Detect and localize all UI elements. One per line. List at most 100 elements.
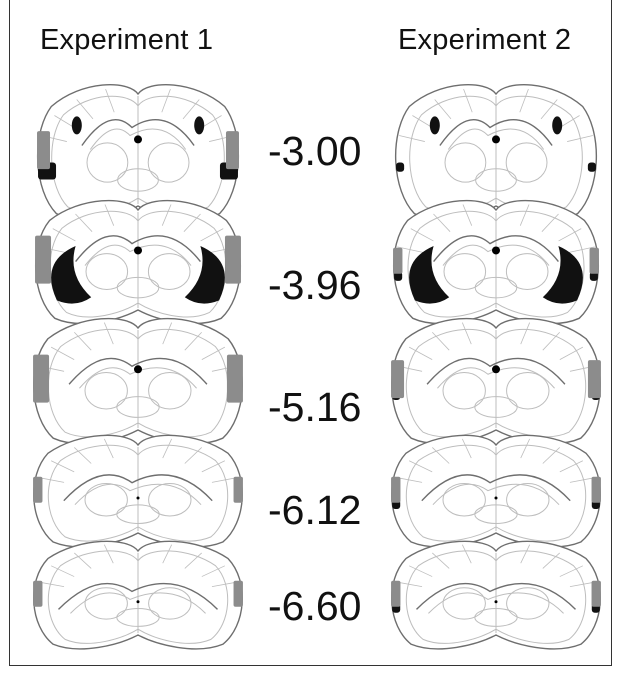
ventricle-mark bbox=[494, 496, 498, 500]
cortex-line bbox=[50, 460, 75, 473]
hippocampus-outline bbox=[63, 474, 213, 502]
lesion-dark bbox=[396, 162, 405, 172]
lesion-gray bbox=[35, 235, 52, 284]
thalamus-right bbox=[148, 482, 192, 517]
ventral-nucleus bbox=[116, 276, 160, 299]
cortex-line bbox=[520, 544, 531, 564]
cortex-line bbox=[519, 88, 529, 113]
ventral-nucleus bbox=[474, 607, 518, 627]
hippocampus-inner bbox=[79, 367, 197, 389]
experiment-1-title: Experiment 1 bbox=[40, 24, 214, 56]
lesion-gray bbox=[33, 476, 43, 503]
thalamus-left bbox=[85, 253, 129, 291]
hippocampus-inner bbox=[89, 128, 187, 150]
cortex-line bbox=[408, 346, 433, 360]
cortex-line bbox=[559, 565, 584, 577]
cortex-line bbox=[540, 99, 558, 120]
cortex-line bbox=[162, 322, 173, 345]
hippocampus-inner bbox=[74, 483, 202, 506]
cortex-line bbox=[433, 213, 451, 232]
thalamus-left bbox=[84, 482, 128, 517]
figure-frame bbox=[9, 0, 612, 666]
ventricle-mark bbox=[134, 246, 142, 255]
lesion-dark bbox=[587, 162, 596, 172]
hippocampus-outline bbox=[58, 582, 218, 610]
experiment-2-title: Experiment 2 bbox=[398, 24, 572, 56]
cortex-line bbox=[558, 228, 582, 242]
bregma-level-label: -3.96 bbox=[268, 262, 362, 308]
thalamus-left bbox=[442, 587, 486, 620]
thalamus-right bbox=[506, 372, 550, 410]
cortex-line bbox=[520, 322, 531, 345]
lesion-dark bbox=[429, 116, 440, 135]
lesion-gray bbox=[591, 476, 601, 503]
lesion-dark bbox=[184, 246, 225, 304]
cortex-line bbox=[399, 135, 425, 142]
cortex-line bbox=[182, 99, 200, 120]
cortex-line bbox=[519, 204, 530, 226]
cortex-line bbox=[74, 447, 92, 464]
cortex-line bbox=[408, 565, 433, 577]
lesion-gray bbox=[391, 580, 401, 607]
lesion-gray bbox=[587, 360, 601, 399]
brain-section bbox=[391, 540, 601, 650]
cortex-line bbox=[105, 88, 115, 113]
thalamus-right bbox=[148, 372, 192, 410]
hippocampus-outline bbox=[421, 474, 571, 502]
lesion-gray bbox=[225, 131, 239, 170]
thalamus-left bbox=[442, 372, 486, 410]
brain-section bbox=[37, 84, 239, 221]
cortex-line bbox=[520, 438, 531, 459]
ventral-nucleus bbox=[116, 396, 160, 418]
cortex-line bbox=[461, 544, 472, 564]
thalamus-right bbox=[505, 142, 548, 183]
ventral-nucleus bbox=[475, 168, 517, 192]
lesion-gray bbox=[589, 247, 599, 274]
brain-section bbox=[391, 434, 601, 548]
thalamus-left bbox=[86, 142, 129, 183]
hippocampus-outline bbox=[75, 235, 201, 263]
cortex-line bbox=[410, 228, 434, 242]
hippocampus-outline bbox=[433, 235, 559, 263]
ventral-nucleus bbox=[117, 168, 159, 192]
brain-section bbox=[392, 199, 600, 325]
ventricle-mark bbox=[134, 365, 142, 374]
cortex-line bbox=[201, 346, 226, 360]
lesion-gray bbox=[33, 580, 43, 607]
cortex-line bbox=[432, 552, 450, 569]
lesion-dark bbox=[589, 271, 598, 281]
cortex-line bbox=[434, 99, 452, 120]
cortex-line bbox=[541, 213, 559, 232]
cortex-line bbox=[76, 99, 94, 120]
cortex-line bbox=[184, 447, 202, 464]
lesion-gray bbox=[37, 131, 51, 170]
cortex-line bbox=[184, 331, 202, 351]
hippocampus-outline bbox=[81, 119, 195, 146]
cortex-line bbox=[461, 438, 472, 459]
cortex-line bbox=[50, 346, 75, 360]
lesion-dark bbox=[71, 116, 82, 135]
cortex-line bbox=[568, 246, 595, 253]
hippocampus-inner bbox=[432, 483, 560, 506]
ventricle-mark bbox=[492, 246, 500, 255]
hippocampus-inner bbox=[70, 592, 206, 614]
cortex-line bbox=[200, 228, 224, 242]
thalamus-right bbox=[147, 253, 191, 291]
brain-section bbox=[33, 540, 243, 650]
lesion-gray bbox=[591, 580, 601, 607]
lesion-gray bbox=[391, 360, 405, 399]
ventral-nucleus bbox=[474, 504, 518, 524]
cortex-line bbox=[74, 331, 92, 351]
ventricle-mark bbox=[134, 135, 142, 144]
ventricle-mark bbox=[492, 135, 500, 144]
cortex-line bbox=[75, 213, 93, 232]
hippocampus-inner bbox=[442, 244, 550, 266]
cortex-line bbox=[103, 438, 114, 459]
lesion-dark bbox=[51, 246, 92, 304]
cortex-line bbox=[162, 438, 173, 459]
cortex-line bbox=[432, 447, 450, 464]
ventral-nucleus bbox=[116, 504, 160, 524]
ventricle-mark bbox=[136, 496, 140, 500]
ventricle-mark bbox=[492, 365, 500, 374]
cortex-line bbox=[201, 565, 226, 577]
